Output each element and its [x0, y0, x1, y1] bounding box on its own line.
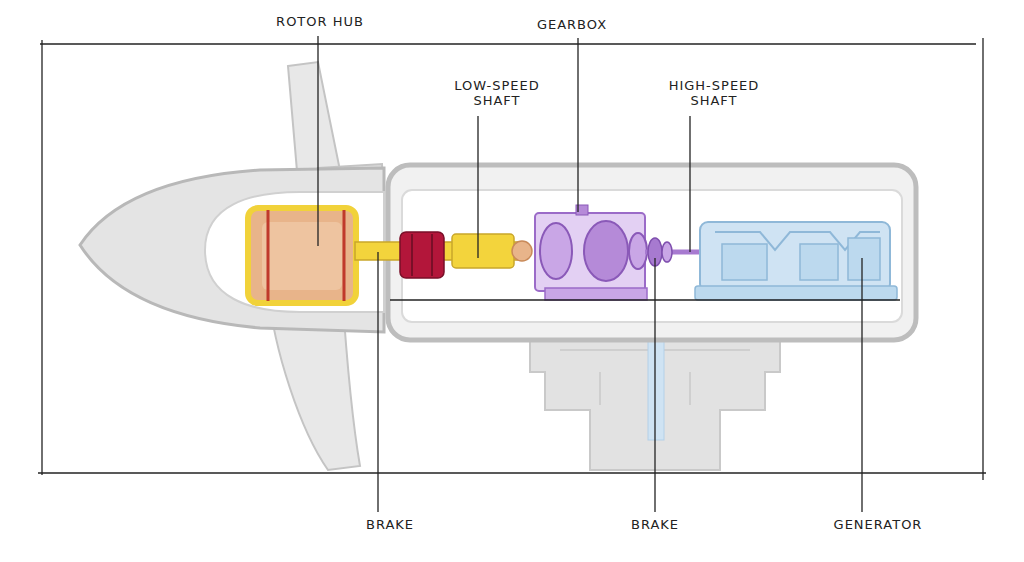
part-label: GEARBOX	[535, 17, 609, 32]
generator-base	[695, 286, 897, 300]
gearbox-base	[545, 288, 647, 300]
brake-detail	[411, 234, 413, 276]
hub-body	[248, 208, 356, 303]
nacelle-interior	[402, 190, 902, 322]
nacelle-housing	[388, 165, 916, 340]
nose-cone	[80, 168, 384, 332]
gear	[584, 221, 628, 281]
hub-highlight	[262, 222, 342, 290]
gear	[629, 233, 647, 269]
part-label: ROTOR HUB	[274, 14, 366, 29]
leader-line	[861, 258, 862, 512]
part-label: HIGH-SPEED SHAFT	[657, 78, 771, 108]
shaft-end	[512, 241, 532, 261]
leader-line	[477, 116, 478, 258]
brake-body	[400, 232, 444, 278]
hub-stripe	[267, 210, 270, 301]
generator-detail	[848, 238, 880, 280]
frame-line	[41, 40, 42, 475]
hub-stripe	[343, 210, 346, 301]
frame	[38, 38, 986, 480]
gear	[540, 223, 572, 279]
generator-detail	[800, 244, 838, 280]
generator	[695, 222, 897, 300]
leader-line	[317, 36, 318, 246]
leader-line	[390, 299, 900, 300]
leader-line	[654, 258, 655, 512]
leader-line	[377, 252, 378, 512]
frame-line	[982, 38, 983, 480]
leader-lines	[318, 36, 900, 512]
part-label: GENERATOR	[832, 517, 925, 532]
rotor-hub	[248, 208, 356, 303]
shaft-coupling	[452, 234, 514, 268]
high-speed-shaft	[645, 238, 702, 266]
main-brake	[400, 232, 444, 278]
brake-disc	[662, 242, 672, 262]
frame-line	[40, 43, 976, 44]
leader-line	[689, 116, 690, 252]
brake-detail	[431, 234, 433, 276]
frame-line	[38, 472, 986, 473]
gearbox	[535, 205, 647, 300]
generator-detail	[722, 244, 767, 280]
part-label: LOW-SPEED SHAFT	[440, 78, 554, 108]
part-label: BRAKE	[364, 517, 416, 532]
leader-line	[577, 38, 578, 212]
part-label: BRAKE	[629, 517, 681, 532]
